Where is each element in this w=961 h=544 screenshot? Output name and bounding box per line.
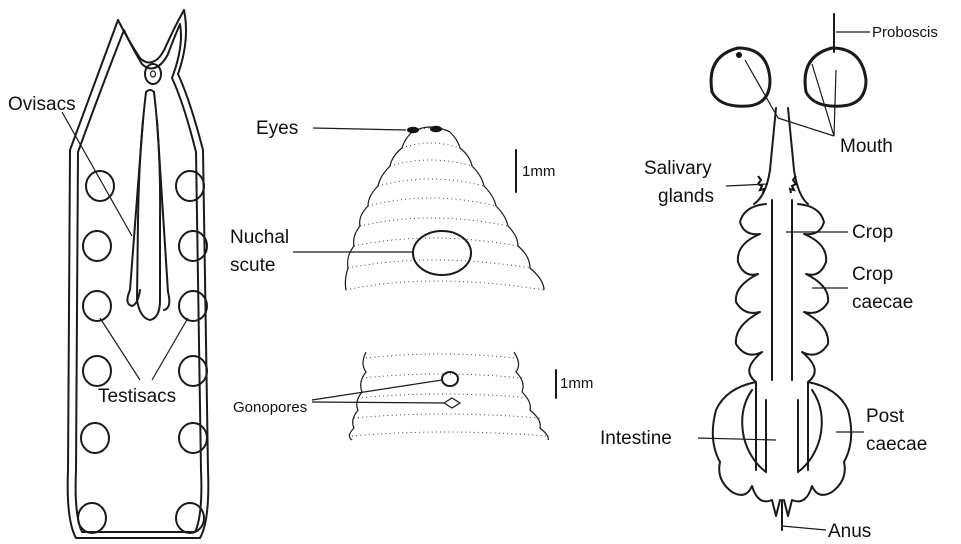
label-post-caecae-line1: Post bbox=[866, 406, 905, 427]
label-crop-caecae-line1: Crop bbox=[852, 264, 893, 285]
label-salivary-line2: glands bbox=[658, 186, 714, 207]
label-nuchal-line2: scute bbox=[230, 255, 275, 276]
label-post-caecae-line2: caecae bbox=[866, 434, 927, 455]
reproductive-system-drawing bbox=[62, 10, 208, 538]
label-testisacs: Testisacs bbox=[98, 386, 176, 407]
label-scale-top: 1mm bbox=[522, 163, 555, 180]
label-eyes: Eyes bbox=[256, 118, 298, 139]
gonopore-segment-drawing bbox=[312, 352, 556, 440]
label-salivary-line1: Salivary bbox=[644, 158, 712, 179]
label-ovisacs: Ovisacs bbox=[8, 94, 76, 115]
label-mouth: Mouth bbox=[840, 136, 893, 157]
label-nuchal-line1: Nuchal bbox=[230, 227, 289, 248]
label-scale-bottom: 1mm bbox=[560, 375, 593, 392]
label-proboscis: Proboscis bbox=[872, 24, 938, 41]
label-crop: Crop bbox=[852, 222, 893, 243]
label-crop-caecae-line2: caecae bbox=[852, 292, 913, 313]
digestive-system-drawing bbox=[698, 14, 870, 530]
anterior-segment-drawing bbox=[293, 126, 544, 290]
label-intestine: Intestine bbox=[600, 428, 672, 449]
label-gonopores: Gonopores bbox=[233, 399, 307, 416]
label-anus: Anus bbox=[828, 521, 871, 542]
